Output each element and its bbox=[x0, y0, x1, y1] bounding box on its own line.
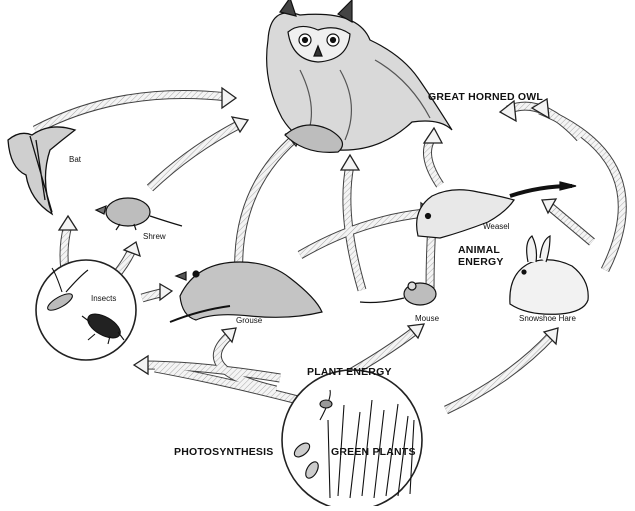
hare-illustration bbox=[510, 236, 588, 314]
owl-illustration bbox=[267, 0, 452, 152]
plants-circle bbox=[282, 370, 422, 506]
bat-illustration bbox=[8, 127, 75, 214]
insects-label: Insects bbox=[91, 294, 116, 303]
shrew-label: Shrew bbox=[143, 232, 166, 241]
animal-energy-label-line2: ENERGY bbox=[458, 256, 504, 268]
grouse-label: Grouse bbox=[236, 316, 262, 325]
green-plants-label: GREEN PLANTS bbox=[331, 446, 416, 458]
plant-energy-label: PLANT ENERGY bbox=[307, 366, 392, 378]
photosynthesis-label: PHOTOSYNTHESIS bbox=[174, 446, 273, 458]
mouse-label: Mouse bbox=[415, 314, 439, 323]
bat-label: Bat bbox=[69, 155, 81, 164]
weasel-label: Weasel bbox=[483, 222, 510, 231]
animal-energy-label-line1: ANIMAL bbox=[458, 244, 500, 256]
owl-label: GREAT HORNED OWL bbox=[428, 91, 543, 103]
shrew-illustration bbox=[96, 198, 182, 230]
mouse-illustration bbox=[360, 282, 436, 305]
grouse-illustration bbox=[170, 262, 322, 322]
hare-label: Snowshoe Hare bbox=[519, 314, 576, 323]
